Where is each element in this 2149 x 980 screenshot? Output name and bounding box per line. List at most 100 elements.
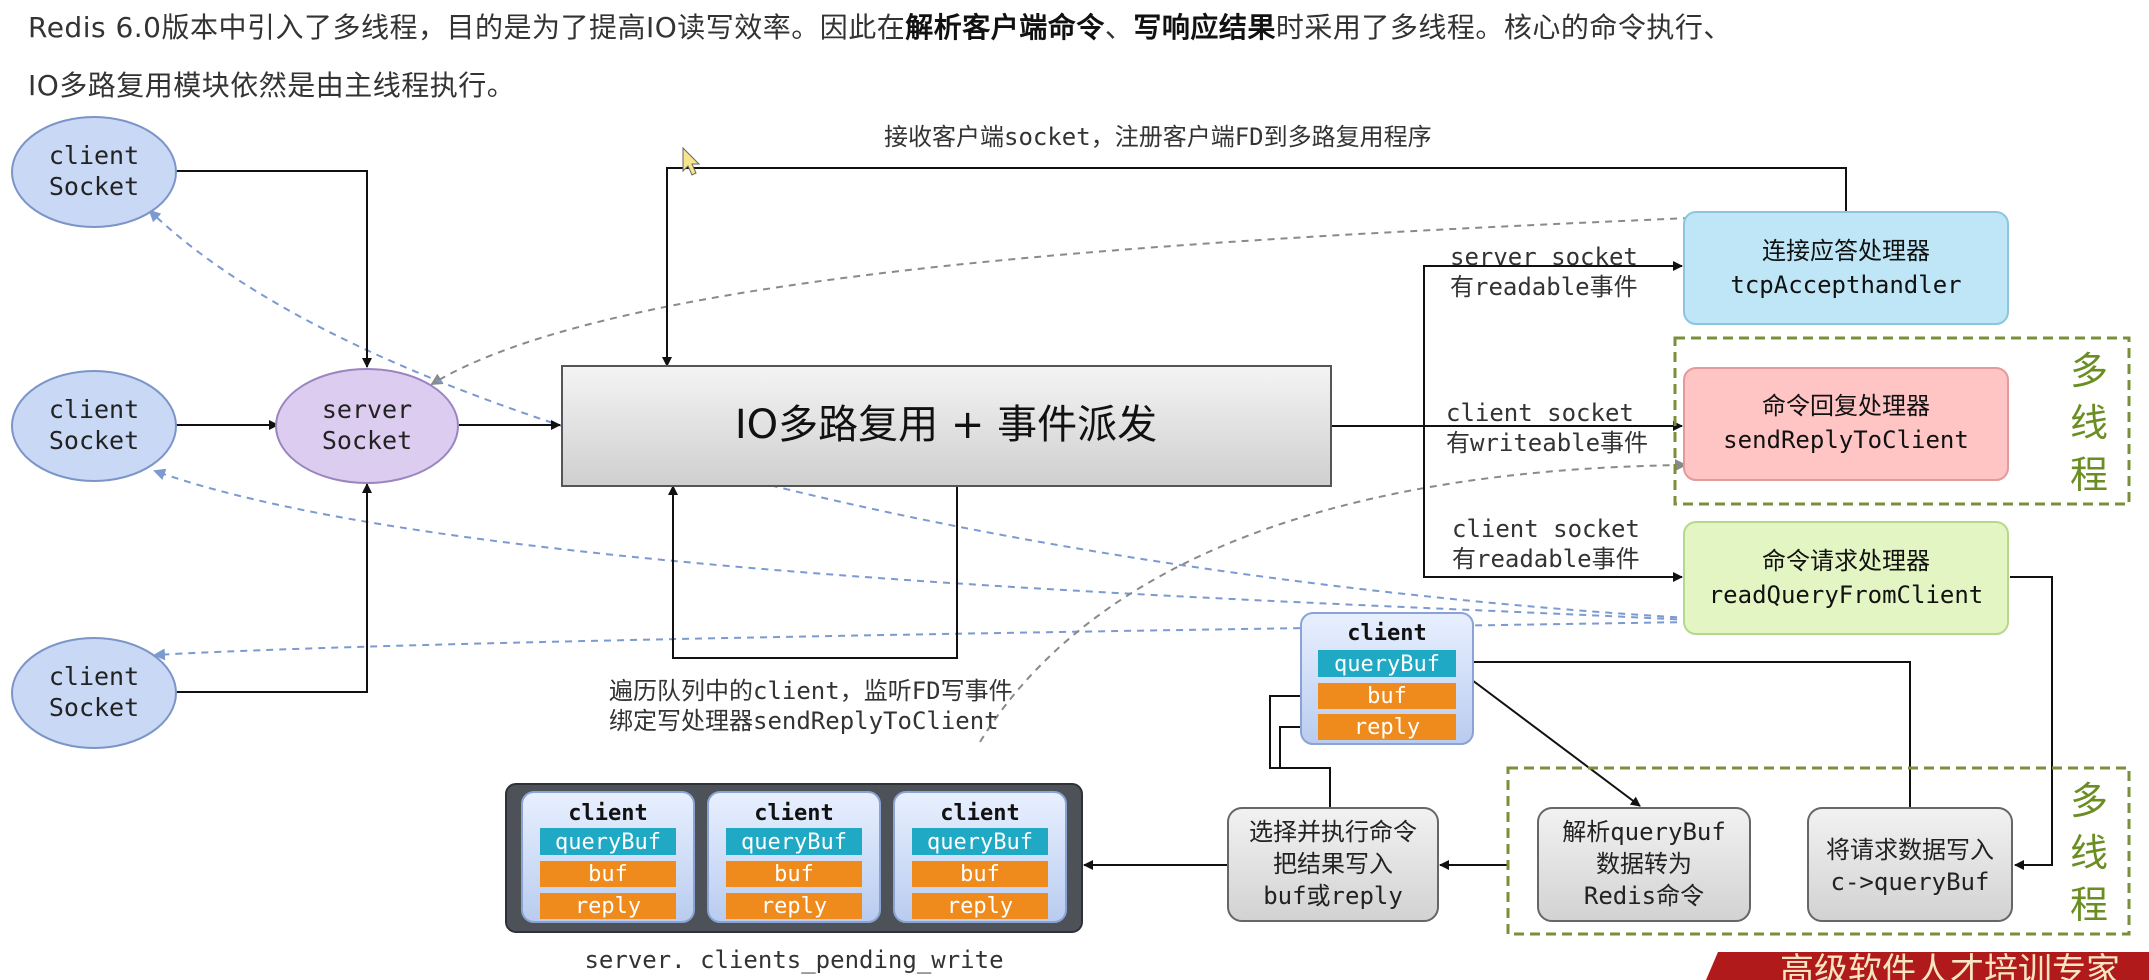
server-socket-line-2: Socket [322, 426, 412, 455]
process-write-querybuf: 将请求数据写入 c->queryBuf [1807, 807, 2013, 922]
io-box-label: IO多路复用 + 事件派发 [735, 402, 1157, 448]
description-text: Redis 6.0版本中引入了多线程，目的是为了提高IO读写效率。因此在 [28, 11, 906, 44]
traverse-label-line-2: 绑定写处理器sendReplyToClient [609, 707, 999, 735]
arrow-client-bottom-to-server [176, 483, 372, 693]
multithread-char: 程 [2070, 883, 2108, 927]
event-label-line-1: client socket [1452, 515, 1640, 543]
pending-client-buf: buf [774, 862, 814, 887]
client-socket-line-1: client [49, 662, 139, 691]
description-bold-parse: 解析客户端命令 [905, 11, 1105, 44]
arrow-accept-to-io [662, 167, 1847, 367]
event-label-server-readable: server socket 有readable事件 [1450, 243, 1638, 301]
client-socket-line-2: Socket [49, 426, 139, 455]
io-multiplexing-box: IO多路复用 + 事件派发 [561, 365, 1332, 487]
pending-client-reply: reply [947, 894, 1013, 919]
pending-client-querybuf: queryBuf [555, 830, 661, 855]
description-line-2: IO多路复用模块依然是由主线程执行。 [28, 69, 516, 102]
traverse-label-line-1: 遍历队列中的client，监听FD写事件 [609, 677, 1013, 705]
event-label-line-1: server socket [1450, 243, 1638, 271]
multithread-char: 程 [2070, 453, 2108, 497]
pending-write-label: server. clients_pending_write [584, 946, 1003, 974]
process-execute-line-1: 选择并执行命令 [1249, 818, 1417, 846]
pending-client-3: client queryBuf buf reply [893, 791, 1067, 923]
pending-write-list: client queryBuf buf reply client queryBu… [505, 783, 1083, 933]
multithread-frame-bottom [1506, 766, 2131, 936]
handler-read-cn: 命令请求处理器 [1762, 547, 1930, 575]
handler-accept-cn: 连接应答处理器 [1762, 237, 1930, 265]
client-block: client queryBuf buf reply [1300, 612, 1474, 745]
pending-client-buf: buf [588, 862, 628, 887]
client-socket-line-1: client [49, 141, 139, 170]
process-execute: 选择并执行命令 把结果写入 buf或reply [1227, 807, 1439, 922]
pending-client-reply: reply [761, 894, 827, 919]
pending-client-buf: buf [960, 862, 1000, 887]
client-socket-line-2: Socket [49, 172, 139, 201]
mouse-cursor-icon [682, 146, 701, 176]
pending-client-title: client [754, 801, 833, 826]
event-label-client-readable: client socket 有readable事件 [1452, 515, 1640, 573]
arrow-querybuf-to-parse [1455, 667, 1641, 807]
event-label-line-1: client socket [1446, 399, 1634, 427]
multithread-frame-top [1673, 336, 2131, 506]
process-parse-line-3: Redis命令 [1584, 882, 1704, 910]
arrow-read-to-write-querybuf [2010, 576, 2053, 870]
handler-reply-en: sendReplyToClient [1723, 426, 1969, 454]
client-block-reply: reply [1354, 715, 1420, 740]
client-socket-line-2: Socket [49, 693, 139, 722]
pending-client-reply-bg [726, 893, 862, 919]
arrow-execute-to-reply [1279, 722, 1331, 808]
client-block-querybuf-bg [1318, 650, 1456, 677]
pending-client-querybuf-bg [726, 828, 862, 855]
client-block-buf-bg [1318, 683, 1456, 709]
traverse-label: 遍历队列中的client，监听FD写事件 绑定写处理器sendReplyToCl… [609, 677, 1013, 735]
handler-accept-en: tcpAccepthandler [1730, 271, 1961, 299]
event-label-line-2: 有readable事件 [1452, 545, 1640, 573]
event-label-client-writeable: client socket 有writeable事件 [1446, 399, 1648, 457]
pending-client-querybuf: queryBuf [927, 830, 1033, 855]
server-socket-line-1: server [322, 395, 412, 424]
event-label-line-2: 有readable事件 [1450, 273, 1638, 301]
pending-client-title: client [940, 801, 1019, 826]
pending-client-reply-bg [540, 893, 676, 919]
client-socket-top: client Socket [11, 116, 177, 228]
pending-client-querybuf: queryBuf [741, 830, 847, 855]
handler-read: 命令请求处理器 readQueryFromClient [1683, 521, 2009, 635]
client-block-querybuf: queryBuf [1334, 652, 1440, 677]
pending-client-title: client [568, 801, 647, 826]
process-parse: 解析queryBuf 数据转为 Redis命令 [1537, 807, 1751, 922]
dashed-arrow-pending-to-reply [979, 459, 1687, 743]
process-write-line-2: c->queryBuf [1831, 868, 1990, 896]
description-text: 、 [1104, 11, 1134, 44]
accept-note-label: 接收客户端socket，注册客户端FD到多路复用程序 [884, 123, 1432, 151]
description-line-1: Redis 6.0版本中引入了多线程，目的是为了提高IO读写效率。因此在解析客户… [28, 6, 1732, 46]
process-parse-line-1: 解析queryBuf [1562, 818, 1726, 846]
arrow-io-loop [668, 485, 958, 659]
handler-reply: 命令回复处理器 sendReplyToClient [1683, 367, 2009, 481]
client-block-title: client [1347, 621, 1426, 646]
dashed-arrow-accept-to-server [430, 217, 1691, 386]
process-parse-line-2: 数据转为 [1596, 850, 1692, 878]
multithread-char: 线 [2070, 831, 2108, 875]
pending-client-reply: reply [575, 894, 641, 919]
pending-client-querybuf-bg [540, 828, 676, 855]
pending-client-reply-bg [912, 893, 1048, 919]
arrow-client-top-to-server [176, 170, 372, 368]
arrow-io-to-read [1423, 426, 1683, 582]
pending-client-buf-bg [540, 861, 676, 887]
arrow-io-to-accept [1423, 261, 1683, 426]
multithread-char: 多 [2070, 349, 2108, 393]
event-label-line-2: 有writeable事件 [1446, 429, 1648, 457]
watermark-banner: 高级软件人才培训专家 [1706, 951, 2149, 980]
pending-client-buf-bg [912, 861, 1048, 887]
server-socket: server Socket [275, 368, 459, 484]
arrow-write-to-querybuf [1455, 657, 1911, 807]
watermark-text: 高级软件人才培训专家 [1780, 951, 2120, 980]
client-socket-middle: client Socket [11, 370, 177, 482]
pending-client-1: client queryBuf buf reply [521, 791, 695, 923]
client-socket-line-1: client [49, 395, 139, 424]
handler-reply-cn: 命令回复处理器 [1762, 392, 1930, 420]
dashed-arrow-read-to-client-top [148, 209, 1691, 619]
pending-client-buf-bg [726, 861, 862, 887]
process-execute-line-3: buf或reply [1263, 882, 1403, 910]
